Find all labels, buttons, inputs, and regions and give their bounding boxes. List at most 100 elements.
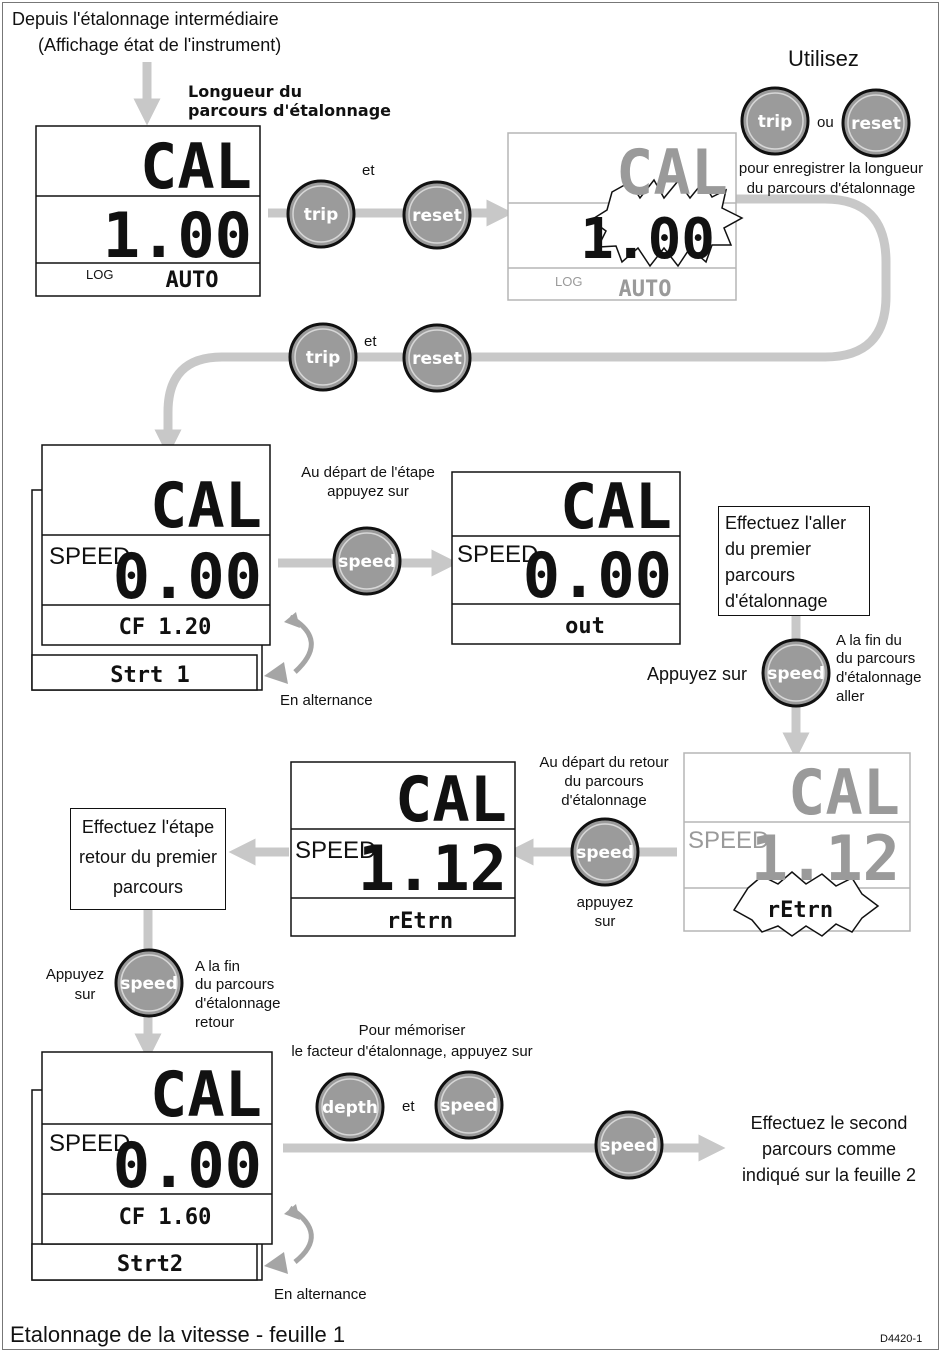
step6-lcd-mode: SPEED [295,837,376,864]
step4-end4: aller [836,688,865,705]
button-reset-2-label: reset [851,114,901,134]
step4-lcd-top: CAL [560,470,672,543]
button-speed-2 [761,638,831,708]
step5-note3: d'étalonnage [561,792,647,809]
button-speed-3-label: speed [576,843,634,863]
header-from2: (Affichage état de l'instrument) [38,35,282,55]
display-step6 [290,761,516,937]
step2-note1: pour enregistrer la longueur [738,160,924,177]
step6-end3: d'étalonnage [195,995,281,1012]
button-speed-1 [332,526,402,596]
display-step1 [35,125,261,297]
step3-lcd-value: 0.00 [113,540,262,613]
step4-box-line2: du premier [725,539,812,559]
step4-box-line4: d'étalonnage [725,591,828,611]
step7-lcd-mode: SPEED [49,1130,130,1157]
button-speed-4 [114,948,184,1018]
button-speed-5 [434,1070,504,1140]
button-reset-2 [841,88,911,158]
step3-lcd-line4: Strt 1 [110,663,189,688]
step1-lcd-top: CAL [140,130,252,203]
button-trip-3 [288,322,358,392]
button-trip-2-label: trip [758,112,793,132]
alternate-arrows [288,614,314,1264]
step4-box-line3: parcours [725,565,796,585]
step5-note2: du parcours [564,773,644,790]
step7-lcd-value: 0.00 [113,1129,262,1202]
button-speed-6 [594,1110,664,1180]
step6-lcd-top: CAL [395,763,507,836]
step1-lcd-status: AUTO [166,268,219,293]
step7-lcd-line3: CF 1.60 [119,1205,212,1230]
step7-final3: indiqué sur la feuille 2 [741,1165,917,1185]
return-and: et [364,333,377,350]
button-reset-3 [402,323,472,393]
step6-end2: du parcours [195,976,275,993]
step1-and: et [362,162,375,179]
step4-lcd-mode: SPEED [457,541,538,568]
step4-lcd-value: 0.00 [523,539,672,612]
step6-instruction-box: Effectuez l'étape retour du premier parc… [70,808,226,910]
step1-lcd-value: 1.00 [103,199,252,272]
step5-press2: sur [594,913,616,930]
flash-burst-step2 [589,178,744,268]
step1-lcd-mode: LOG [86,267,113,282]
button-reset-1-label: reset [412,206,462,226]
step1-label2: parcours d'étalonnage [188,101,391,120]
step5-note1: Au départ du retour [539,754,669,771]
step2-note2: du parcours d'étalonnage [746,180,916,197]
step6-press1: Appuyez [45,966,105,983]
step6-end1: A la fin [195,958,241,975]
step2-use: Utilisez [788,46,859,71]
step6-box-line1: Effectuez l'étape [81,817,215,837]
step4-box-line1: Effectuez l'aller [725,513,847,533]
step7-alternate: En alternance [274,1286,367,1303]
button-trip-1-label: trip [304,205,339,225]
flash-burst-step5 [732,871,880,937]
step5-lcd-top: CAL [788,756,900,829]
step2-lcd-status: AUTO [619,277,672,302]
step3-alternate: En alternance [280,692,373,709]
button-speed-6-label: speed [600,1136,658,1156]
button-speed-1-label: speed [338,552,396,572]
step6-box-line2: retour du premier [78,847,218,867]
button-speed-4-label: speed [120,974,178,994]
button-trip-3-label: trip [306,348,341,368]
step7-note2: le facteur d'étalonnage, appuyez sur [291,1043,533,1060]
button-depth [315,1072,385,1142]
step7-lcd-top: CAL [150,1058,262,1131]
step3-note2: appuyez sur [327,483,409,500]
step7-lcd-line4: Strt2 [117,1252,183,1277]
button-depth-label: depth [322,1098,378,1118]
step3-lcd-top: CAL [150,469,262,542]
display-step4 [451,471,681,645]
header-from: Depuis l'étalonnage intermédiaire [12,9,279,29]
step2-lcd-top: CAL [616,136,728,209]
step4-press: Appuyez sur [647,664,748,684]
step5-press1: appuyez [576,894,634,911]
step4-end2: du parcours [836,650,916,667]
step5-lcd-line3: rEtrn [767,898,833,923]
step3-lcd-mode: SPEED [49,543,130,570]
footer-title: Etalonnage de la vitesse - feuille 1 [10,1322,346,1347]
step3-lcd-line3: CF 1.20 [119,615,212,640]
button-speed-3 [570,817,640,887]
step2-lcd-mode: LOG [555,274,582,289]
step6-end4: retour [195,1014,235,1031]
step7-note1: Pour mémoriser [358,1022,466,1039]
step4-lcd-line3: out [565,614,605,639]
step4-instruction-box: Effectuez l'aller du premier parcours d'… [718,506,870,616]
step1-label1: Longueur du [188,82,302,101]
display-step3 [31,444,271,691]
step4-end3: d'étalonnage [836,669,922,686]
step6-press2: sur [74,986,96,1003]
step2-lcd-value: 1.00 [580,207,715,272]
step7-final1: Effectuez le second [750,1113,908,1133]
step6-box-line3: parcours [112,877,184,897]
button-speed-5-label: speed [440,1096,498,1116]
step7-and: et [402,1098,415,1115]
step6-lcd-value: 1.12 [358,832,507,905]
button-trip-1 [286,179,356,249]
